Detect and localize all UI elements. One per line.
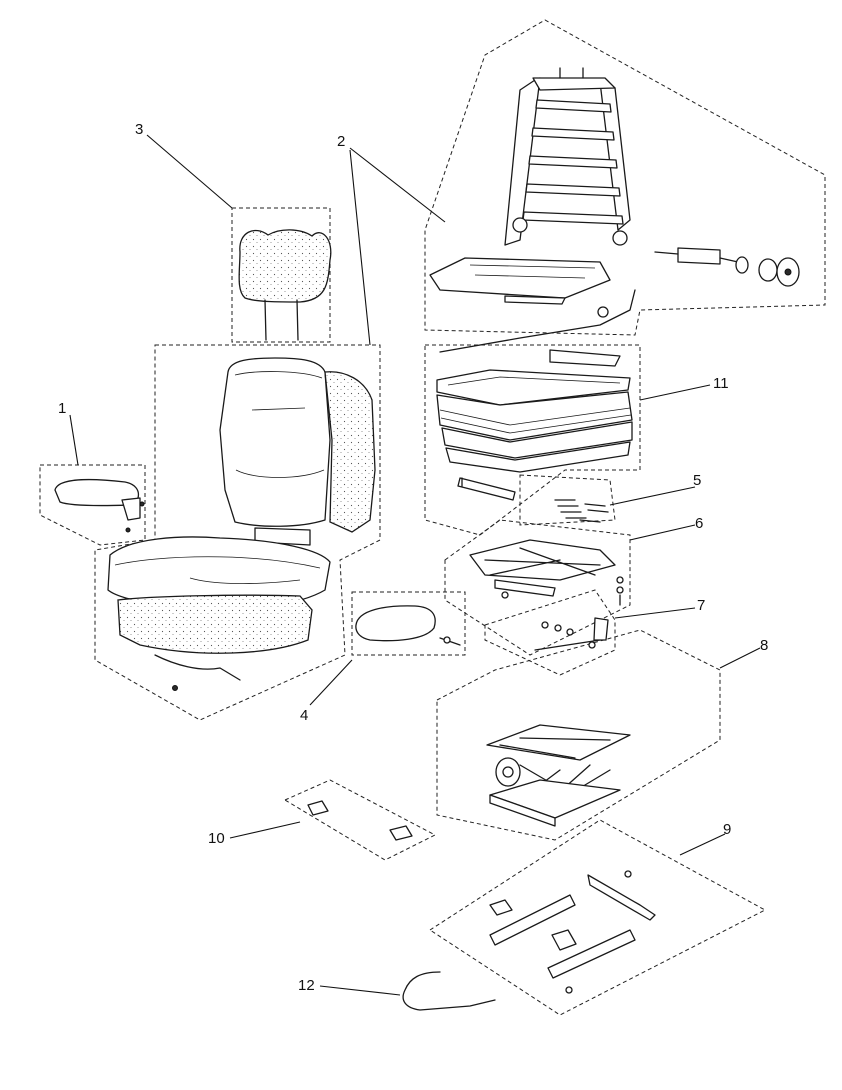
callout-9: 9 [723, 821, 731, 838]
callout-1: 1 [58, 400, 66, 417]
callout-7: 7 [697, 597, 705, 614]
brackets-group-outline [283, 779, 437, 861]
headrest [238, 229, 332, 341]
cushion-group-outline [424, 344, 641, 536]
seat-back-frame [429, 67, 800, 353]
suspension-group-outline [436, 629, 721, 841]
leader-lines [69, 134, 761, 996]
springs [554, 499, 609, 523]
callout-12: 12 [298, 977, 315, 994]
seat-cushion [107, 536, 331, 691]
wire-harness [402, 971, 496, 1011]
rails-group-outline [429, 819, 767, 1016]
callout-5: 5 [693, 472, 701, 489]
left-armrest [54, 478, 145, 533]
cushion-cover-group-outline [94, 344, 381, 721]
lever-group-outline [484, 589, 616, 676]
callout-11: 11 [713, 375, 729, 392]
callout-8: 8 [760, 637, 768, 654]
adjust-lever [534, 617, 609, 651]
callout-labels: 1 2 3 4 5 6 7 8 9 10 11 12 [58, 121, 768, 994]
mounting-rails [489, 870, 656, 994]
right-armrest [355, 605, 461, 646]
group-outlines [39, 19, 826, 1016]
slide-group-outline [444, 519, 631, 656]
callout-3: 3 [135, 121, 143, 138]
callout-6: 6 [695, 515, 703, 532]
headrest-group-outline [231, 207, 331, 343]
callout-10: 10 [208, 830, 225, 847]
slide-mechanism [469, 539, 624, 606]
frame-group-outline [424, 19, 826, 336]
seat-cushion-shell [436, 349, 633, 501]
armrest-right-group-outline [351, 591, 466, 656]
callout-4: 4 [300, 707, 308, 724]
mounting-brackets [307, 800, 413, 841]
scissor-suspension [486, 724, 631, 827]
callout-2: 2 [337, 133, 345, 150]
seat-back-cushion [219, 357, 376, 546]
armrest-left-group-outline [39, 464, 146, 546]
